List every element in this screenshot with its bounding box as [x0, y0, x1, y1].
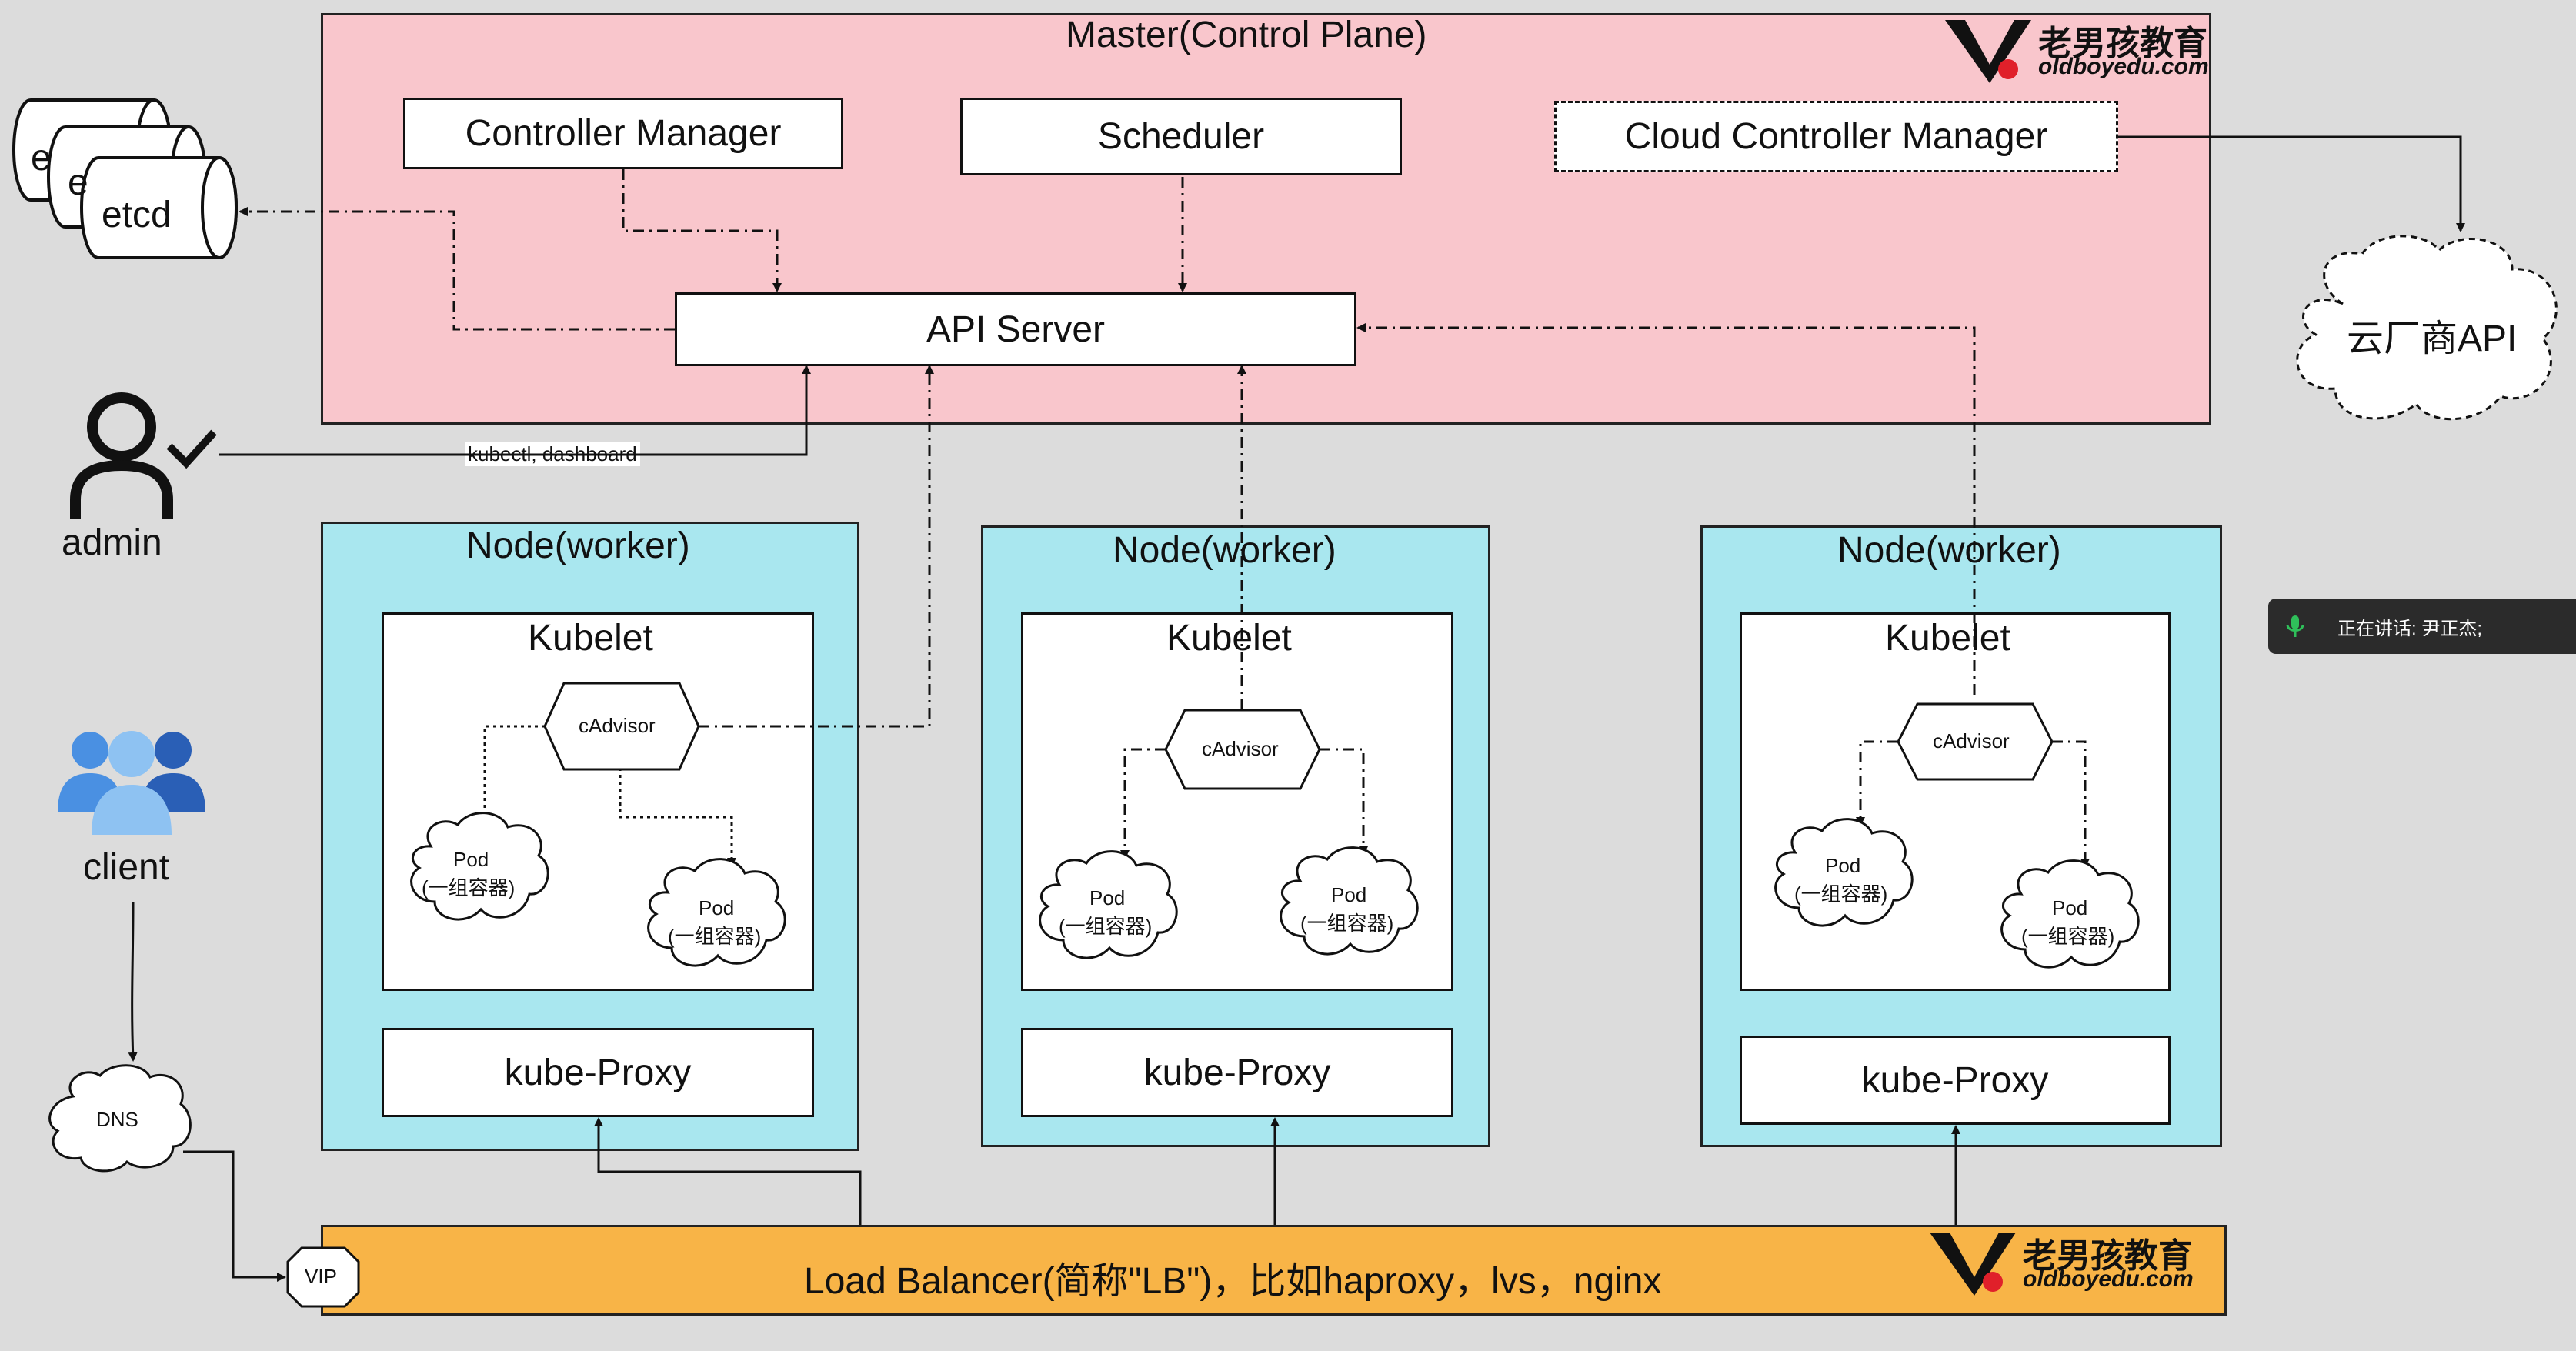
node-3-pod-2-desc: (一组容器)	[2021, 925, 2115, 948]
node-2-pod-1-desc: (一组容器)	[1059, 915, 1153, 938]
etcd-back-label-2: e	[68, 162, 88, 203]
node-3-pod-1-desc: (一组容器)	[1794, 882, 1888, 906]
speaking-text: 正在讲话: 尹正杰;	[2337, 618, 2483, 639]
node-1-cadvisor-label: cAdvisor	[579, 714, 656, 737]
node-3-title: Node(worker)	[1837, 530, 2061, 571]
node-1-pod-1-desc: (一组容器)	[422, 876, 516, 899]
dns-label: DNS	[96, 1108, 138, 1131]
node-1-pod-2-cloud	[647, 858, 786, 967]
load-balancer-label: Load Balancer(简称"LB")，比如haproxy，lvs，ngin…	[804, 1261, 1662, 1302]
node-1-kube-proxy: kube-Proxy	[382, 1028, 814, 1117]
node-1-kubelet-title: Kubelet	[528, 618, 653, 659]
node-3-pod-1-name: Pod	[1825, 854, 1861, 877]
node-3-pod-1-cloud	[1774, 818, 1914, 927]
node-1-pod-2-name: Pod	[699, 896, 735, 919]
cloud-controller-manager-box: Cloud Controller Manager	[1554, 101, 2118, 172]
node-1-title: Node(worker)	[466, 525, 690, 566]
node-3-kubelet-title: Kubelet	[1885, 618, 2010, 659]
speaking-indicator: 正在讲话: 尹正杰;	[2268, 599, 2576, 654]
cloud-api-label: 云厂商API	[2347, 319, 2518, 359]
microphone-icon	[2286, 615, 2304, 637]
scheduler-box: Scheduler	[960, 98, 1402, 175]
admin-user-icon	[70, 392, 217, 519]
node-3-kube-proxy: kube-Proxy	[1740, 1036, 2171, 1125]
node-3-cadvisor-hex	[1897, 702, 2054, 781]
brand-name: 老男孩教育	[2023, 1237, 2192, 1275]
cloud-provider-api-cloud	[2296, 235, 2558, 421]
brand-logo-top: 老男孩教育 oldboyedu.com	[1942, 14, 2211, 85]
node-1-pod-1-cloud	[410, 812, 549, 921]
node-3-kubelet	[1740, 612, 2171, 991]
etcd-back-label-1: e	[31, 138, 52, 178]
vip-label: VIP	[305, 1265, 337, 1288]
client-users-icon	[58, 731, 205, 835]
api-server-box: API Server	[675, 292, 1356, 366]
node-2-pod-2-name: Pod	[1331, 883, 1367, 906]
node-1-pod-1-name: Pod	[453, 848, 489, 871]
node-2-title: Node(worker)	[1113, 530, 1336, 571]
controller-manager-box: Controller Manager	[403, 98, 843, 169]
brand-v-icon	[1930, 1233, 2016, 1296]
brand-name: 老男孩教育	[2038, 25, 2207, 62]
node-2-pod-1-cloud	[1039, 850, 1178, 959]
brand-logo-bottom: 老男孩教育 oldboyedu.com	[1927, 1226, 2196, 1297]
etcd-cylinder-stack	[12, 98, 238, 259]
node-2-pod-2-cloud	[1280, 846, 1419, 956]
etcd-label: etcd	[102, 195, 172, 235]
node-3-pod-2-name: Pod	[2052, 896, 2088, 919]
brand-domain: oldboyedu.com	[2023, 1266, 2194, 1292]
master-title: Master(Control Plane)	[1066, 15, 1427, 55]
node-1-pod-2-desc: (一组容器)	[668, 925, 762, 948]
node-2-cadvisor-label: cAdvisor	[1202, 737, 1279, 760]
load-balancer-bar	[321, 1225, 2227, 1316]
node-1-cadvisor-hex	[543, 682, 700, 771]
client-label: client	[83, 847, 170, 888]
node-2-kubelet-title: Kubelet	[1166, 618, 1292, 659]
node-3-pod-2-cloud	[2000, 859, 2140, 969]
vip-octagon	[286, 1246, 360, 1308]
node-2-pod-2-desc: (一组容器)	[1300, 912, 1394, 935]
node-2-pod-1-name: Pod	[1089, 886, 1126, 909]
brand-domain: oldboyedu.com	[2038, 54, 2209, 79]
dns-cloud	[48, 1064, 192, 1173]
admin-label: admin	[62, 522, 162, 563]
node-2-kube-proxy: kube-Proxy	[1021, 1028, 1453, 1117]
node-2-cadvisor-hex	[1164, 709, 1321, 790]
node-3-cadvisor-label: cAdvisor	[1933, 729, 2010, 752]
brand-v-icon	[1945, 20, 2031, 83]
